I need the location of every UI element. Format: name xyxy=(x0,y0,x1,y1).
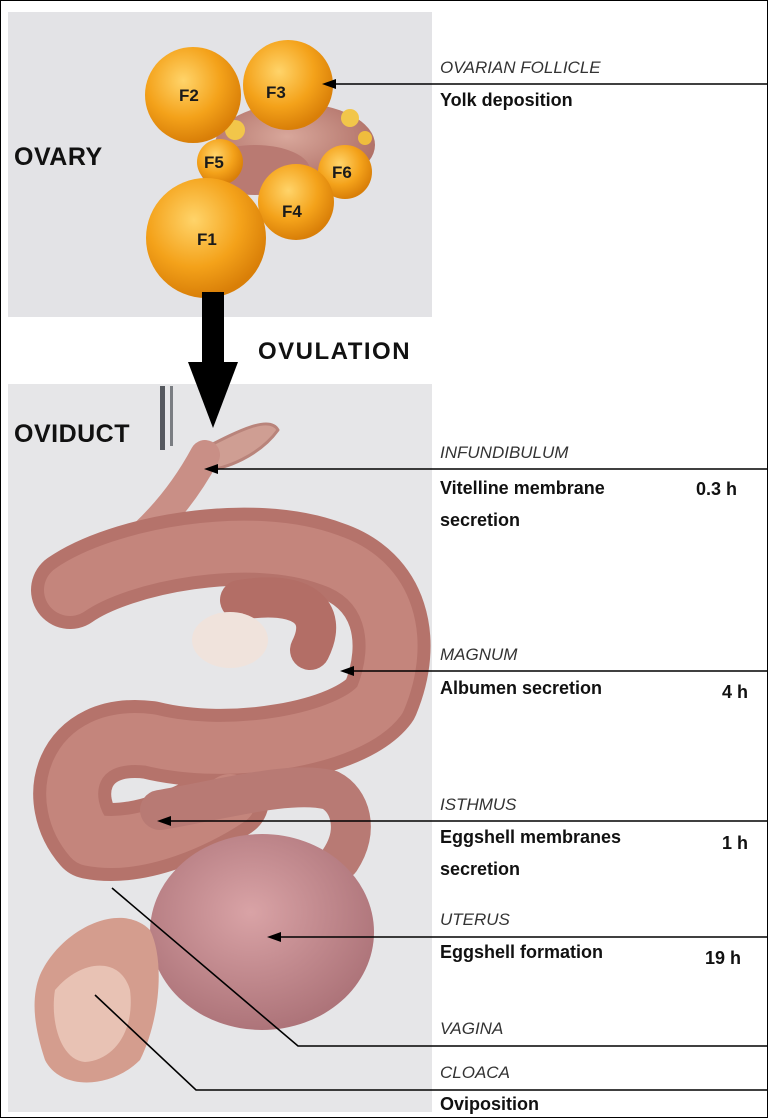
uterus-sac xyxy=(150,834,374,1030)
ovulation-label: OVULATION xyxy=(258,338,411,366)
albumen-gap xyxy=(192,612,268,668)
follicle-label-f4: F4 xyxy=(282,202,302,222)
follicle-label-f2: F2 xyxy=(179,86,199,106)
region-desc-cloaca: Oviposition xyxy=(440,1094,539,1115)
region-desc-magnum: Albumen secretion xyxy=(440,678,602,699)
follicle-label-f3: F3 xyxy=(266,83,286,103)
region-desc-ovarian-follicle: Yolk deposition xyxy=(440,90,573,111)
follicle-label-f6: F6 xyxy=(332,163,352,183)
duration-uterus: 19 h xyxy=(705,948,741,969)
region-name-vagina: VAGINA xyxy=(440,1019,503,1039)
oviduct-label: OVIDUCT xyxy=(14,420,130,449)
region-name-magnum: MAGNUM xyxy=(440,645,517,665)
region-name-infundibulum: INFUNDIBULUM xyxy=(440,443,568,463)
duration-isthmus: 1 h xyxy=(722,833,748,854)
duration-infundibulum: 0.3 h xyxy=(696,479,737,500)
region-name-uterus: UTERUS xyxy=(440,910,510,930)
region-name-cloaca: CLOACA xyxy=(440,1063,510,1083)
region-desc2-infundibulum: secretion xyxy=(440,510,520,531)
region-desc-isthmus: Eggshell membranes xyxy=(440,827,621,848)
ovary-label: OVARY xyxy=(14,143,103,172)
follicle-label-f5: F5 xyxy=(204,153,224,173)
region-desc-infundibulum: Vitelline membrane xyxy=(440,478,605,499)
region-name-ovarian-follicle: OVARIAN FOLLICLE xyxy=(440,58,601,78)
follicle-label-f1: F1 xyxy=(197,230,217,250)
follicle-f3 xyxy=(243,40,333,130)
region-name-isthmus: ISTHMUS xyxy=(440,795,517,815)
region-desc-uterus: Eggshell formation xyxy=(440,942,603,963)
region-desc2-isthmus: secretion xyxy=(440,859,520,880)
duration-magnum: 4 h xyxy=(722,682,748,703)
